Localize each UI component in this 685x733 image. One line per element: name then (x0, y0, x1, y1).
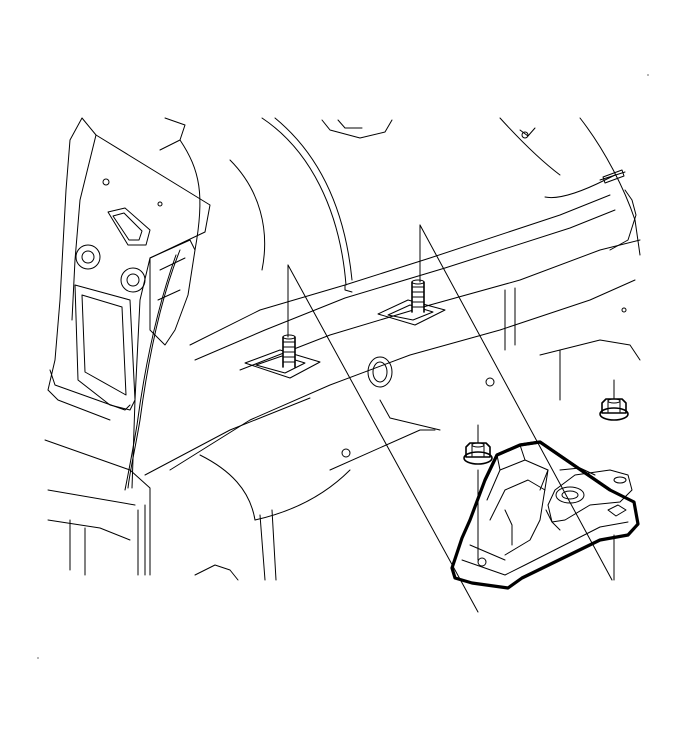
wire-harness (127, 249, 181, 489)
stud-pad-left (244, 349, 321, 379)
panel-round-holes (75, 178, 163, 293)
rail-access-hole (367, 356, 393, 388)
panel-window (74, 284, 136, 411)
mount-bushing-arm (547, 469, 633, 523)
panel-lower-flange (49, 369, 131, 411)
flange-nut-icon (599, 398, 629, 421)
frame-rail-upper-2 (194, 209, 616, 361)
flange-nut-icon (463, 442, 493, 465)
threaded-stud-icon (411, 279, 425, 313)
fender-panel-edge (71, 134, 97, 321)
engine-mount-icon (450, 440, 640, 590)
threaded-stud-icon (282, 334, 296, 368)
panel-slot-hole (107, 207, 151, 246)
stud-pad-right (377, 299, 446, 326)
frame-rail-face (239, 239, 641, 371)
cowl-contour (321, 119, 393, 139)
panel-bracket (149, 239, 196, 346)
alignment-lines (287, 224, 615, 613)
body-structure (44, 117, 641, 581)
wheelhouse-arch (261, 117, 353, 286)
inner-fender-panel (47, 117, 211, 489)
frame-rail-upper (189, 194, 611, 346)
